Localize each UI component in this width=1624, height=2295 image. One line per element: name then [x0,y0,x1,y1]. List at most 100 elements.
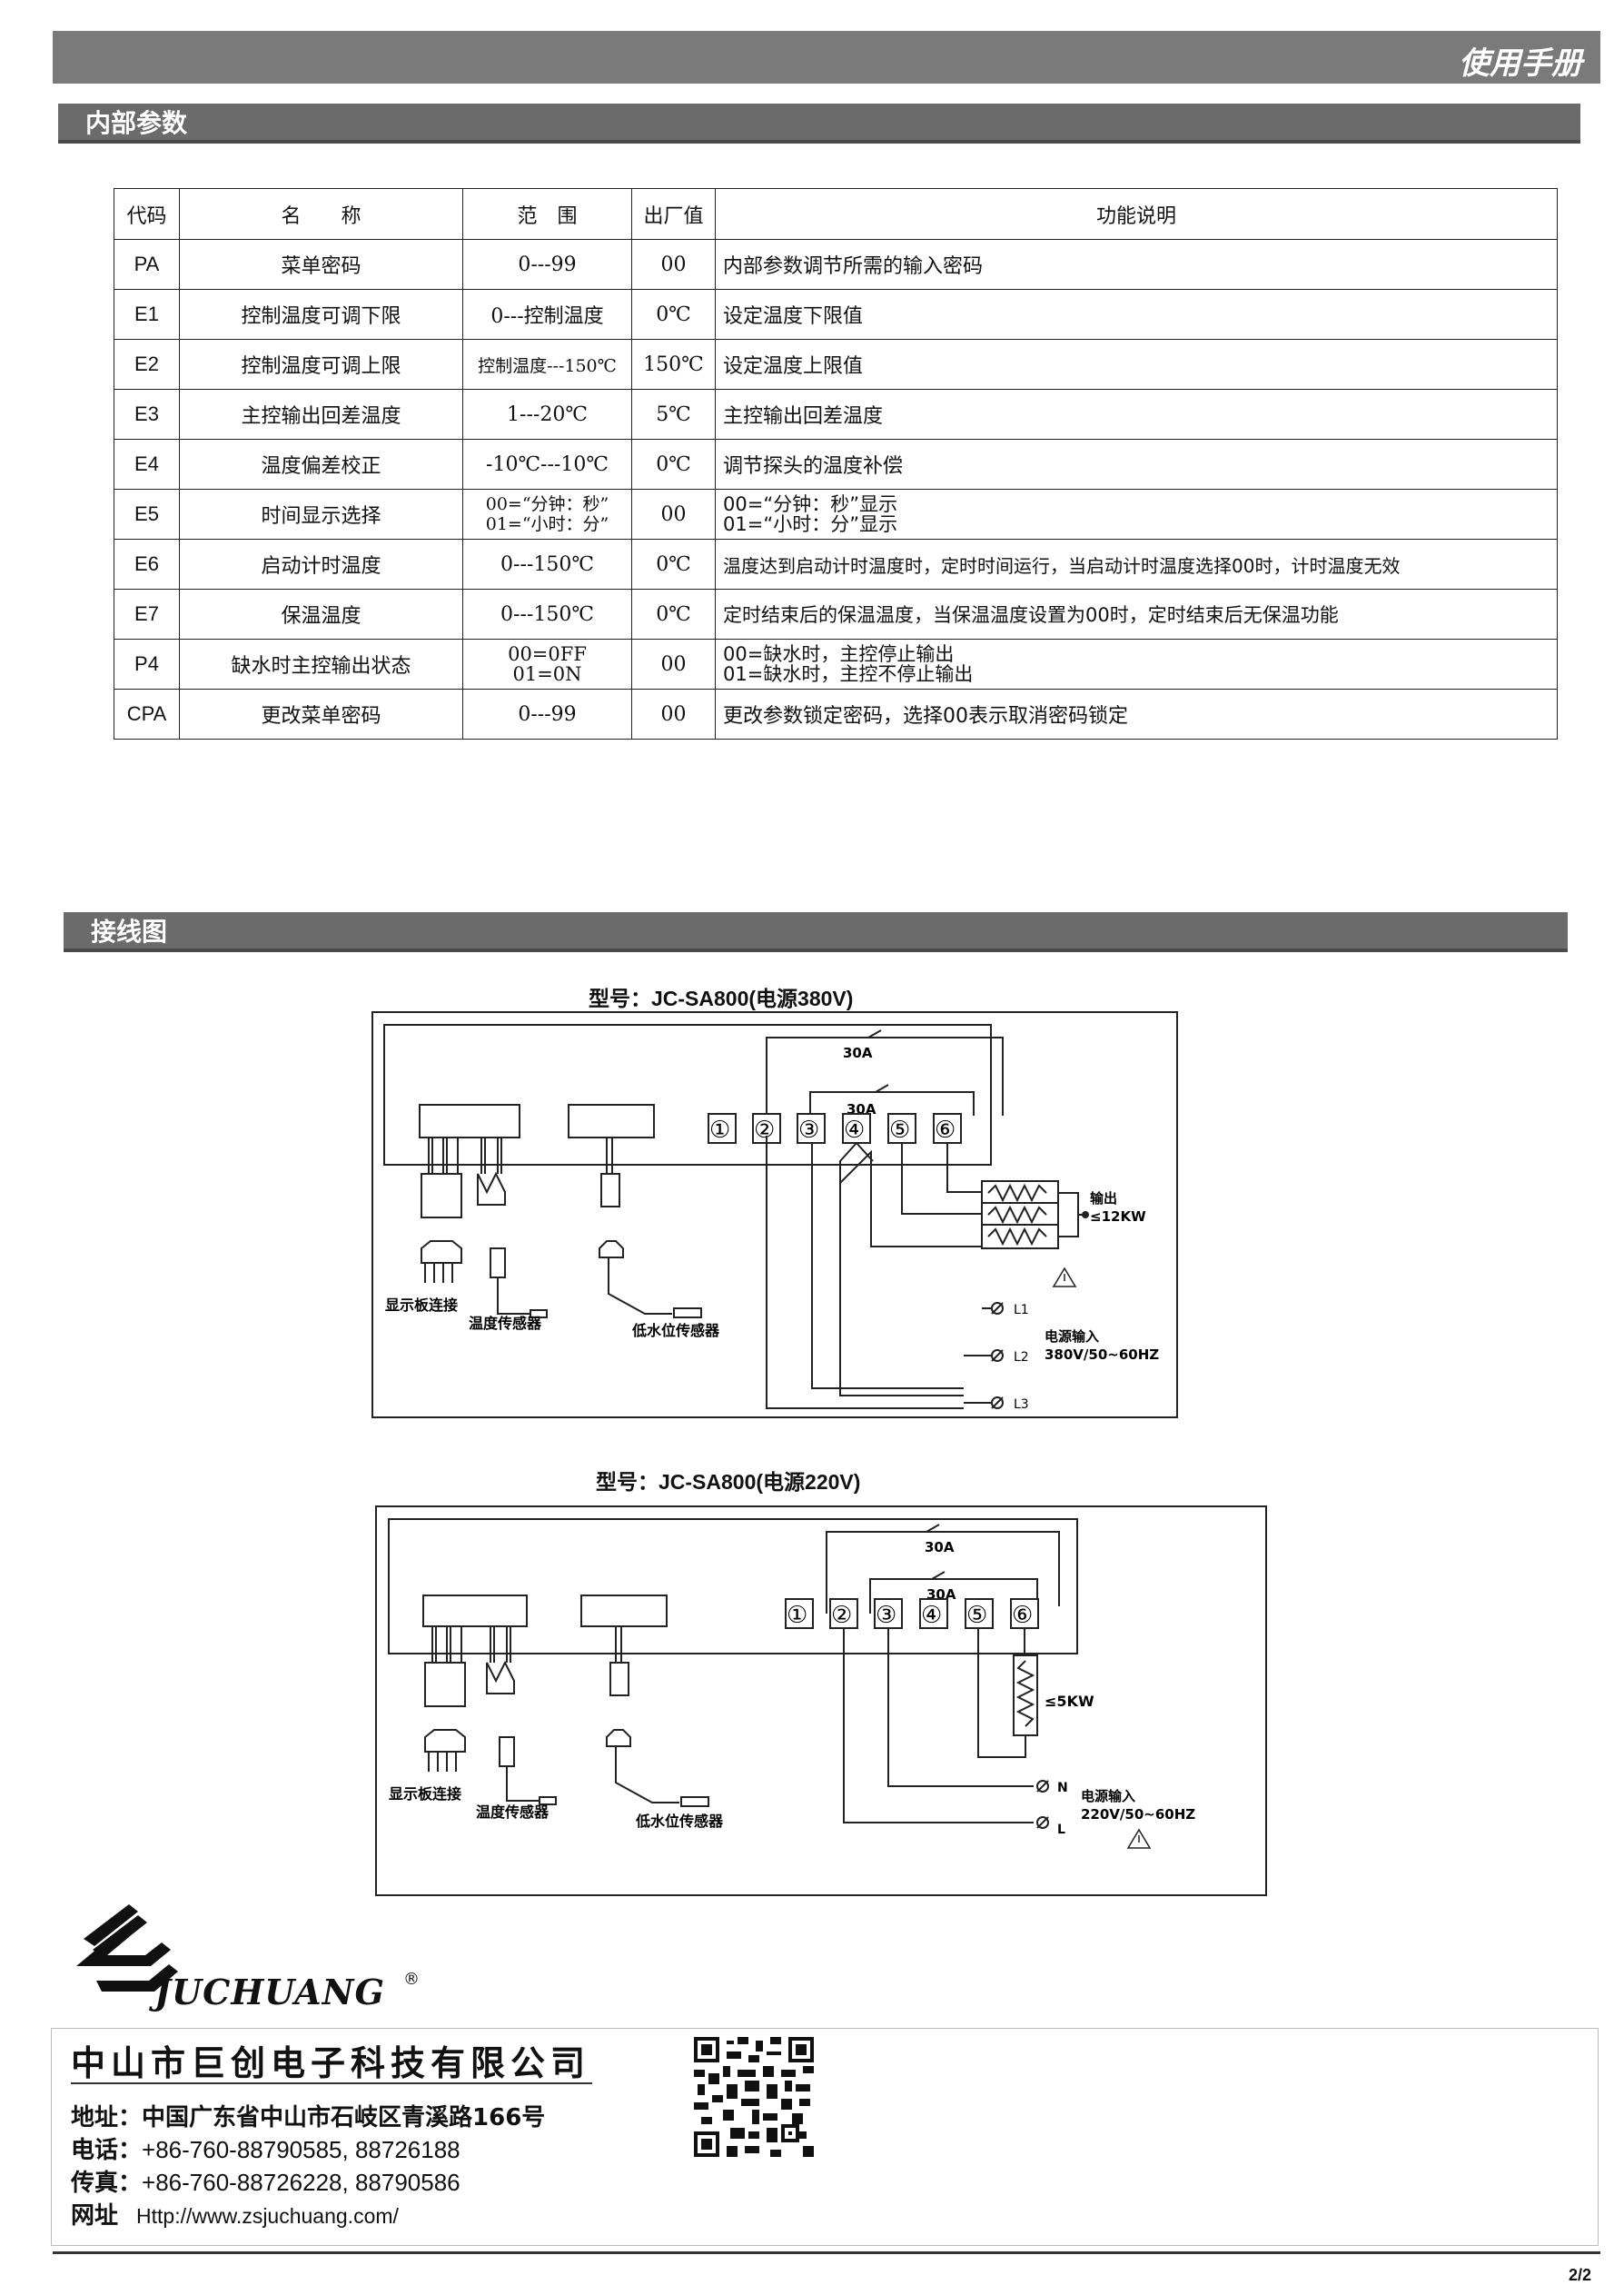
label-water-sensor: 低水位传感器 [635,1813,724,1830]
params-table: 代码 名 称 范 围 出厂值 功能说明 PA 菜单密码 0---99 00 内部… [114,188,1558,740]
cell-range: 1---20℃ [462,389,632,440]
table-row: E6 启动计时温度 0---150℃ 0℃ 温度达到启动计时温度时，定时时间运行… [114,539,1558,590]
cell-range: 0---控制温度 [462,289,632,340]
table-row: PA 菜单密码 0---99 00 内部参数调节所需的输入密码 [114,239,1558,290]
cell-name: 控制温度可调下限 [179,289,463,340]
neutral-label: N [1057,1781,1068,1795]
wiring-diagram-380v: 显示板连接 温度传感器 低水位传感器 30A 30A ① ② ③ ④ ⑤ ⑥ [371,1011,1178,1418]
terminal-6: ⑥ [1012,1602,1033,1629]
cell-desc: 定时结束后的保温温度，当保温温度设置为00时，定时结束后无保温功能 [715,589,1558,640]
cell-code: PA [114,239,180,290]
page-number: 2/2 [1568,2266,1591,2284]
cell-desc: 更改参数锁定密码，选择00表示取消密码锁定 [715,689,1558,740]
label-display-connect: 显示板连接 [385,1297,458,1314]
label-temp-sensor: 温度传感器 [475,1803,550,1821]
phone-line: 电话：+86-760-88790585, 88726188 [71,2131,460,2165]
web-link[interactable]: Http://www.zsjuchuang.com/ [136,2204,399,2228]
cell-range-line1: 00=0FF [508,643,587,665]
cell-desc: 主控输出回差温度 [715,389,1558,440]
terminal-3: ③ [798,1117,819,1144]
cell-name: 时间显示选择 [179,489,463,540]
cell-name: 控制温度可调上限 [179,339,463,390]
address-label: 地址： [71,2104,143,2131]
cell-code: E7 [114,589,180,640]
diagram1-title: 型号：JC-SA800(电源380V) [589,987,854,1010]
phone-value: +86-760-88790585, 88726188 [142,2136,460,2163]
cell-desc-line1: 00=缺水时，主控停止输出 [723,643,955,665]
fax-value: +86-760-88726228, 88790586 [142,2169,460,2196]
terminal-4: ④ [921,1602,942,1629]
table-row: CPA 更改菜单密码 0---99 00 更改参数锁定密码，选择00表示取消密码… [114,689,1558,740]
fax-label: 传真： [71,2170,143,2197]
diagram2-title: 型号：JC-SA800(电源220V) [596,1470,861,1494]
address-line: 地址：中国广东省中山市石岐区青溪路166号 [71,2099,545,2132]
cell-name: 保温温度 [179,589,463,640]
footer-rule [53,2251,1600,2254]
terminal-3: ③ [876,1602,896,1629]
cell-desc: 00=“分钟：秒”显示 01=“小时：分”显示 [715,489,1558,540]
cell-name: 启动计时温度 [179,539,463,590]
phase-l3: L3 [1014,1397,1029,1412]
label-water-sensor: 低水位传感器 [631,1322,720,1339]
heater-elements [981,1180,1089,1249]
juchuang-logo-icon [76,1904,178,1992]
cell-code: E1 [114,289,180,340]
fax-line: 传真：+86-760-88726228, 88790586 [71,2164,460,2198]
phase-l1: L1 [1014,1303,1029,1317]
cell-desc: 00=缺水时，主控停止输出 01=缺水时，主控不停止输出 [715,639,1558,690]
power-input-label: 电源输入 [1045,1328,1099,1345]
cell-code: P4 [114,639,180,690]
label-temp-sensor: 温度传感器 [468,1315,542,1332]
power-input-spec: 220V/50~60HZ [1081,1806,1195,1823]
cell-range-line2: 01=“小时：分” [485,514,609,534]
cell-default: 0℃ [631,289,716,340]
power-input-label: 电源输入 [1081,1788,1135,1804]
table-row: E7 保温温度 0---150℃ 0℃ 定时结束后的保温温度，当保温温度设置为0… [114,589,1558,640]
cell-desc-line2: 01=“小时：分”显示 [723,513,898,535]
power-input-spec: 380V/50~60HZ [1045,1346,1159,1363]
cell-code: E3 [114,389,180,440]
table-row: E3 主控输出回差温度 1---20℃ 5℃ 主控输出回差温度 [114,389,1558,440]
cell-desc: 温度达到启动计时温度时，定时时间运行，当启动计时温度选择00时，计时温度无效 [715,539,1558,590]
cell-range: 00=“分钟：秒” 01=“小时：分” [462,489,632,540]
phone-label: 电话： [71,2137,143,2164]
manual-title: 使用手册 [1459,45,1582,82]
water-sensor-connector-block [580,1595,668,1627]
table-header-row: 代码 名 称 范 围 出厂值 功能说明 [114,188,1558,240]
water-sensor-connector-block [568,1104,655,1138]
terminal-1: ① [709,1117,730,1144]
cell-name: 菜单密码 [179,239,463,290]
cell-name: 主控输出回差温度 [179,389,463,440]
line-label: L [1057,1823,1065,1837]
cell-default: 00 [631,639,716,690]
terminal-5: ⑤ [889,1117,910,1144]
relay-outer-rating: 30A [925,1539,955,1555]
col-code-header: 代码 [114,188,180,240]
table-row: E5 时间显示选择 00=“分钟：秒” 01=“小时：分” 00 00=“分钟：… [114,489,1558,540]
controller-box [383,1024,992,1166]
cell-desc: 设定温度下限值 [715,289,1558,340]
cell-desc-line2: 01=缺水时，主控不停止输出 [723,663,974,685]
cell-desc: 设定温度上限值 [715,339,1558,390]
table-row: E4 温度偏差校正 -10℃---10℃ 0℃ 调节探头的温度补偿 [114,439,1558,490]
display-connector-block [422,1595,528,1627]
col-range-header: 范 围 [462,188,632,240]
table-row: E1 控制温度可调下限 0---控制温度 0℃ 设定温度下限值 [114,289,1558,340]
terminal-1: ① [787,1602,807,1629]
cell-code: E4 [114,439,180,490]
cell-range: 控制温度---150℃ [462,339,632,390]
relay-outer-rating: 30A [843,1045,873,1061]
cell-default: 150℃ [631,339,716,390]
table-row: P4 缺水时主控输出状态 00=0FF 01=0N 00 00=缺水时，主控停止… [114,639,1558,690]
section-params-header: 内部参数 [58,104,1580,144]
table-row: E2 控制温度可调上限 控制温度---150℃ 150℃ 设定温度上限值 [114,339,1558,390]
company-name: 中山市巨创电子科技有限公司 [71,2043,591,2083]
cell-range: 0---99 [462,689,632,740]
cell-range-line1: 00=“分钟：秒” [485,494,609,514]
terminal-2: ② [831,1602,852,1629]
cell-range: 0---150℃ [462,539,632,590]
display-connector-block [419,1104,520,1138]
cell-default: 0℃ [631,589,716,640]
terminal-block [785,1598,1039,1629]
cell-desc-line1: 00=“分钟：秒”显示 [723,493,898,515]
